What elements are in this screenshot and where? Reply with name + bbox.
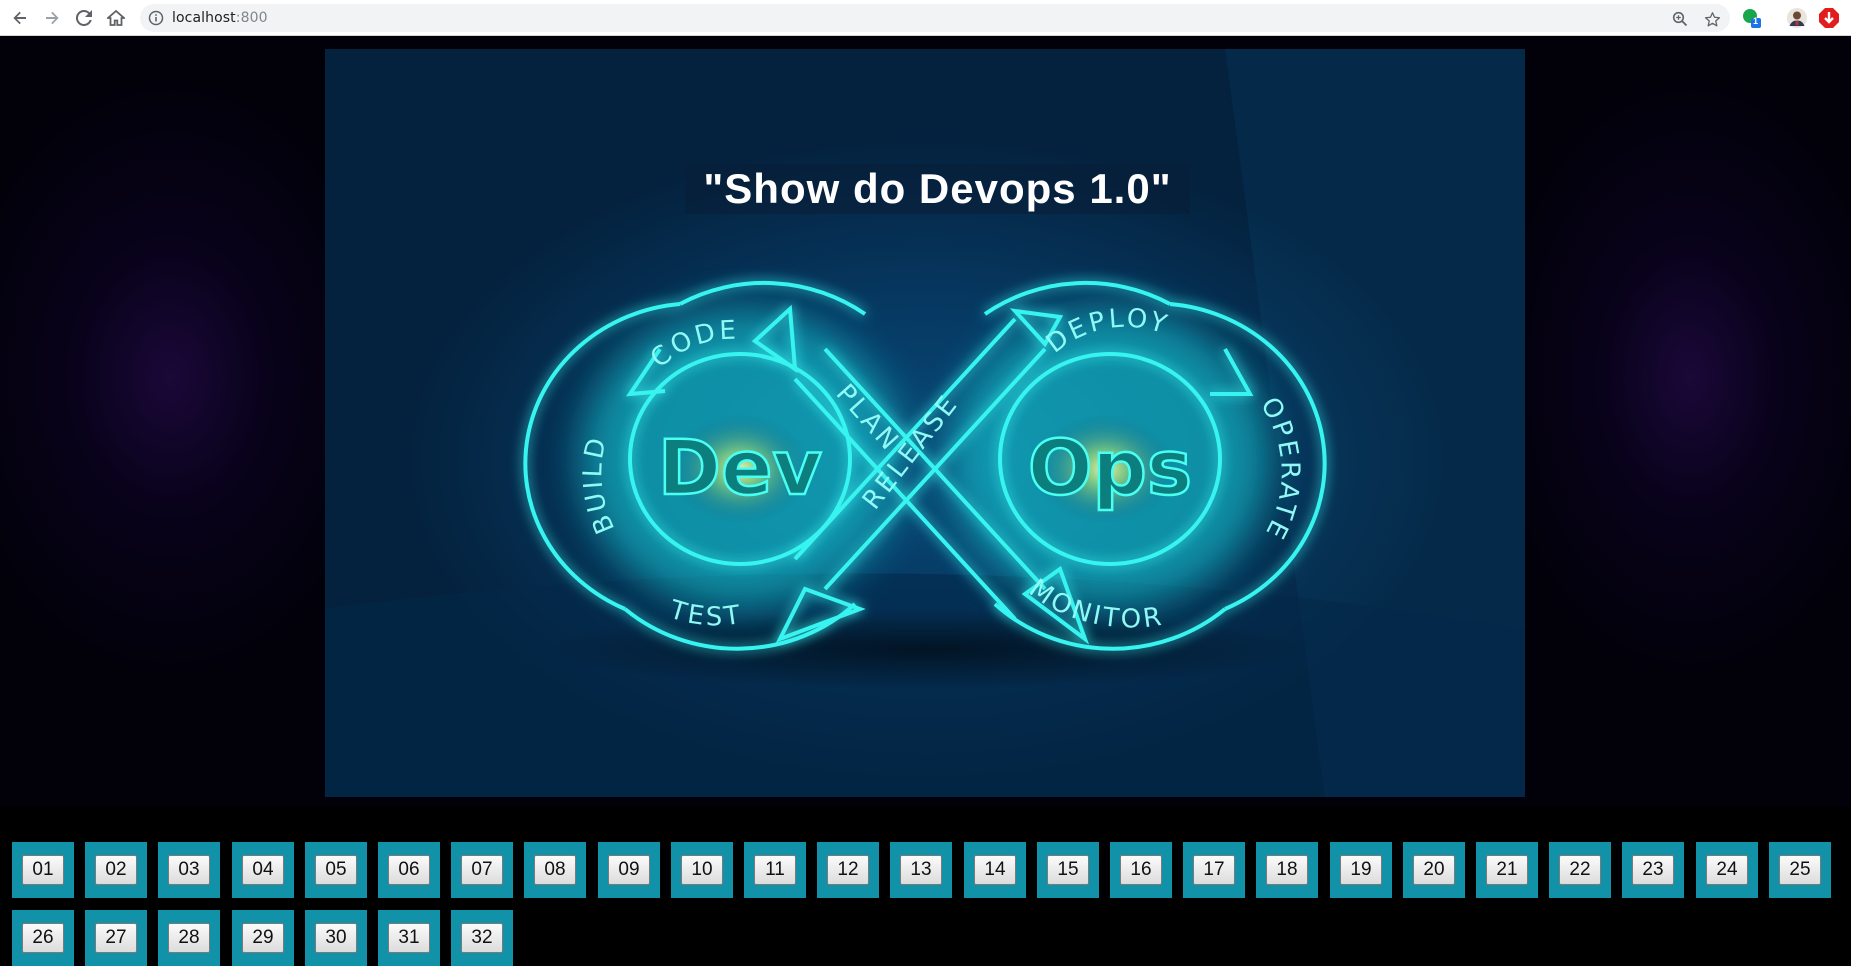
question-tile: 15 [1037,842,1099,898]
question-button[interactable]: 31 [388,923,430,953]
forward-arrow-icon[interactable] [40,6,64,30]
question-button[interactable]: 23 [1632,855,1674,885]
question-button[interactable]: 08 [534,855,576,885]
question-tile: 21 [1476,842,1538,898]
question-tile: 10 [671,842,733,898]
question-tile: 13 [890,842,952,898]
question-tile: 30 [305,910,367,966]
question-button[interactable]: 03 [168,855,210,885]
question-tile: 06 [378,842,440,898]
question-tile: 09 [598,842,660,898]
question-tile: 01 [12,842,74,898]
question-tile: 12 [817,842,879,898]
star-icon[interactable] [1703,10,1721,28]
reload-icon[interactable] [72,6,96,30]
question-button[interactable]: 12 [827,855,869,885]
question-button[interactable]: 19 [1340,855,1382,885]
question-button[interactable]: 32 [461,923,503,953]
question-tile: 18 [1256,842,1318,898]
question-button[interactable]: 17 [1193,855,1235,885]
question-button[interactable]: 09 [608,855,650,885]
url-host: localhost [172,10,236,26]
question-button[interactable]: 05 [315,855,357,885]
question-button[interactable]: 22 [1559,855,1601,885]
question-button[interactable]: 21 [1486,855,1528,885]
question-button[interactable]: 27 [95,923,137,953]
question-tile: 20 [1403,842,1465,898]
question-tile: 25 [1769,842,1831,898]
question-button[interactable]: 01 [22,855,64,885]
hero-banner: Dev Ops CODE PLAN BUILD TEST RELEASE DEP… [325,49,1525,797]
question-button[interactable]: 13 [900,855,942,885]
question-tile: 28 [158,910,220,966]
question-tile: 23 [1622,842,1684,898]
question-button[interactable]: 02 [95,855,137,885]
question-tile: 05 [305,842,367,898]
page-stage: Dev Ops CODE PLAN BUILD TEST RELEASE DEP… [0,37,1851,966]
question-button[interactable]: 15 [1047,855,1089,885]
question-tile: 03 [158,842,220,898]
question-tile: 14 [964,842,1026,898]
profile-avatar[interactable] [1786,7,1808,29]
question-button[interactable]: 18 [1266,855,1308,885]
question-tile: 17 [1183,842,1245,898]
extension-icon[interactable]: 1 [1741,7,1763,29]
extension-badge: 1 [1753,16,1759,26]
page-title: "Show do Devops 1.0" [685,164,1190,214]
question-button[interactable]: 28 [168,923,210,953]
question-tile: 26 [12,910,74,966]
question-tile: 32 [451,910,513,966]
question-tile: 11 [744,842,806,898]
question-button[interactable]: 11 [754,855,796,885]
url-text: localhost:800 [172,10,268,26]
url-port: :800 [235,10,268,26]
question-button[interactable]: 04 [242,855,284,885]
question-button[interactable]: 06 [388,855,430,885]
back-arrow-icon[interactable] [8,6,32,30]
question-button[interactable]: 16 [1120,855,1162,885]
question-button[interactable]: 14 [974,855,1016,885]
info-icon[interactable] [148,10,164,26]
logo-dev-text: Dev [658,423,822,512]
question-tile: 19 [1330,842,1392,898]
browser-toolbar: localhost:800 1 [0,0,1851,36]
question-button[interactable]: 24 [1706,855,1748,885]
question-tile: 04 [232,842,294,898]
adblock-icon[interactable] [1818,7,1840,29]
question-button[interactable]: 25 [1779,855,1821,885]
question-tile: 07 [451,842,513,898]
address-bar[interactable]: localhost:800 [140,4,1730,32]
devops-infinity-logo: Dev Ops CODE PLAN BUILD TEST RELEASE DEP… [325,49,1525,797]
question-tile: 22 [1549,842,1611,898]
question-button[interactable]: 20 [1413,855,1455,885]
zoom-icon[interactable] [1671,10,1689,28]
question-tile: 27 [85,910,147,966]
question-tile: 29 [232,910,294,966]
question-button[interactable]: 07 [461,855,503,885]
logo-ops-text: Ops [1028,423,1192,512]
question-button[interactable]: 29 [242,923,284,953]
question-button[interactable]: 30 [315,923,357,953]
question-tile: 08 [524,842,586,898]
question-button[interactable]: 10 [681,855,723,885]
question-button[interactable]: 26 [22,923,64,953]
question-tile: 16 [1110,842,1172,898]
question-tile: 31 [378,910,440,966]
home-icon[interactable] [104,6,128,30]
question-tile: 24 [1696,842,1758,898]
question-tile: 02 [85,842,147,898]
